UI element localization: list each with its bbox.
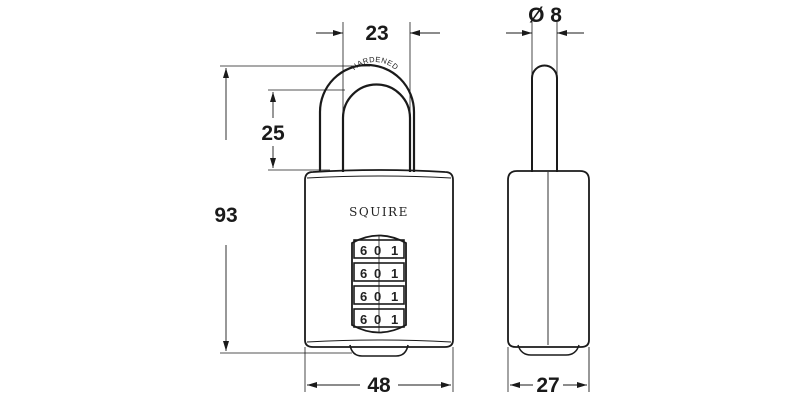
dial-row[interactable]: 6 0 1 [353, 262, 405, 282]
combination-dials[interactable]: 6 0 1 6 0 1 6 0 1 6 0 1 [351, 234, 407, 334]
lock-body [304, 169, 454, 348]
shackle-inner [341, 83, 412, 172]
svg-text:6: 6 [360, 266, 367, 281]
svg-text:0: 0 [374, 266, 381, 281]
dimension-27: 27 [507, 347, 590, 397]
dimension-25: 25 [261, 89, 345, 171]
svg-text:0: 0 [374, 289, 381, 304]
dial-row[interactable]: 6 0 1 [353, 285, 405, 305]
svg-text:48: 48 [367, 374, 391, 397]
svg-text:25: 25 [261, 122, 285, 145]
shackle-outer [318, 63, 416, 172]
body-foot [349, 344, 409, 357]
dimension-23: 23 [316, 22, 440, 170]
svg-text:1: 1 [391, 312, 398, 327]
side-view [507, 64, 590, 356]
svg-text:0: 0 [374, 243, 381, 258]
dial-row[interactable]: 6 0 1 [353, 239, 405, 259]
dimension-diameter-8: Ø 8 [506, 4, 584, 170]
side-shackle [531, 64, 558, 172]
svg-text:Ø 8: Ø 8 [528, 4, 562, 27]
svg-text:93: 93 [214, 204, 237, 227]
svg-text:1: 1 [391, 243, 398, 258]
svg-text:1: 1 [391, 289, 398, 304]
svg-text:6: 6 [360, 289, 367, 304]
svg-text:6: 6 [360, 312, 367, 327]
svg-text:0: 0 [374, 312, 381, 327]
dimension-48: 48 [304, 347, 454, 397]
dial-row[interactable]: 6 0 1 [353, 308, 405, 328]
front-view: HARDENED SQUIRE 6 0 1 6 0 1 [304, 55, 454, 357]
brand-label: SQUIRE [349, 205, 409, 219]
dimension-93: 93 [214, 65, 370, 354]
svg-text:27: 27 [536, 374, 559, 397]
svg-text:23: 23 [365, 22, 388, 45]
hardened-label: HARDENED [350, 55, 401, 72]
svg-text:6: 6 [360, 243, 367, 258]
side-body [507, 170, 590, 348]
svg-text:1: 1 [391, 266, 398, 281]
